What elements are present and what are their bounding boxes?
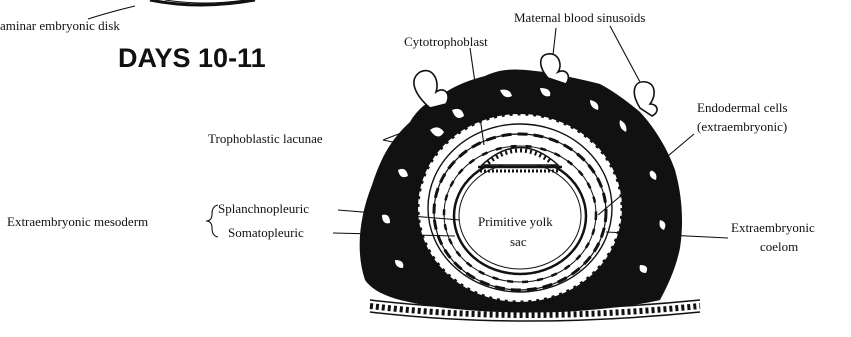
label-endodermal-extraembryonic: (extraembryonic) <box>697 119 787 134</box>
label-coelom: coelom <box>760 239 798 254</box>
diagram-title: DAYS 10-11 <box>118 43 266 73</box>
label-primitive-yolk-sac: Primitive yolk <box>478 214 553 229</box>
label-somatopleuric: Somatopleuric <box>228 225 304 240</box>
label-trophoblastic-lacunae: Trophoblastic lacunae <box>208 131 323 146</box>
label-yolk-sac: sac <box>510 234 527 249</box>
label-splanchnopleuric: Splanchnopleuric <box>218 201 309 216</box>
label-bilaminar-disk: aminar embryonic disk <box>0 18 120 33</box>
label-extraembryonic-mesoderm: Extraembryonic mesoderm <box>7 214 148 229</box>
label-extraembryonic-coelom: Extraembryonic <box>731 220 815 235</box>
previous-stage-fragment <box>88 0 255 19</box>
label-maternal-sinusoids: Maternal blood sinusoids <box>514 10 645 25</box>
label-endodermal-cells: Endodermal cells <box>697 100 788 115</box>
label-cytotrophoblast: Cytotrophoblast <box>404 34 488 49</box>
